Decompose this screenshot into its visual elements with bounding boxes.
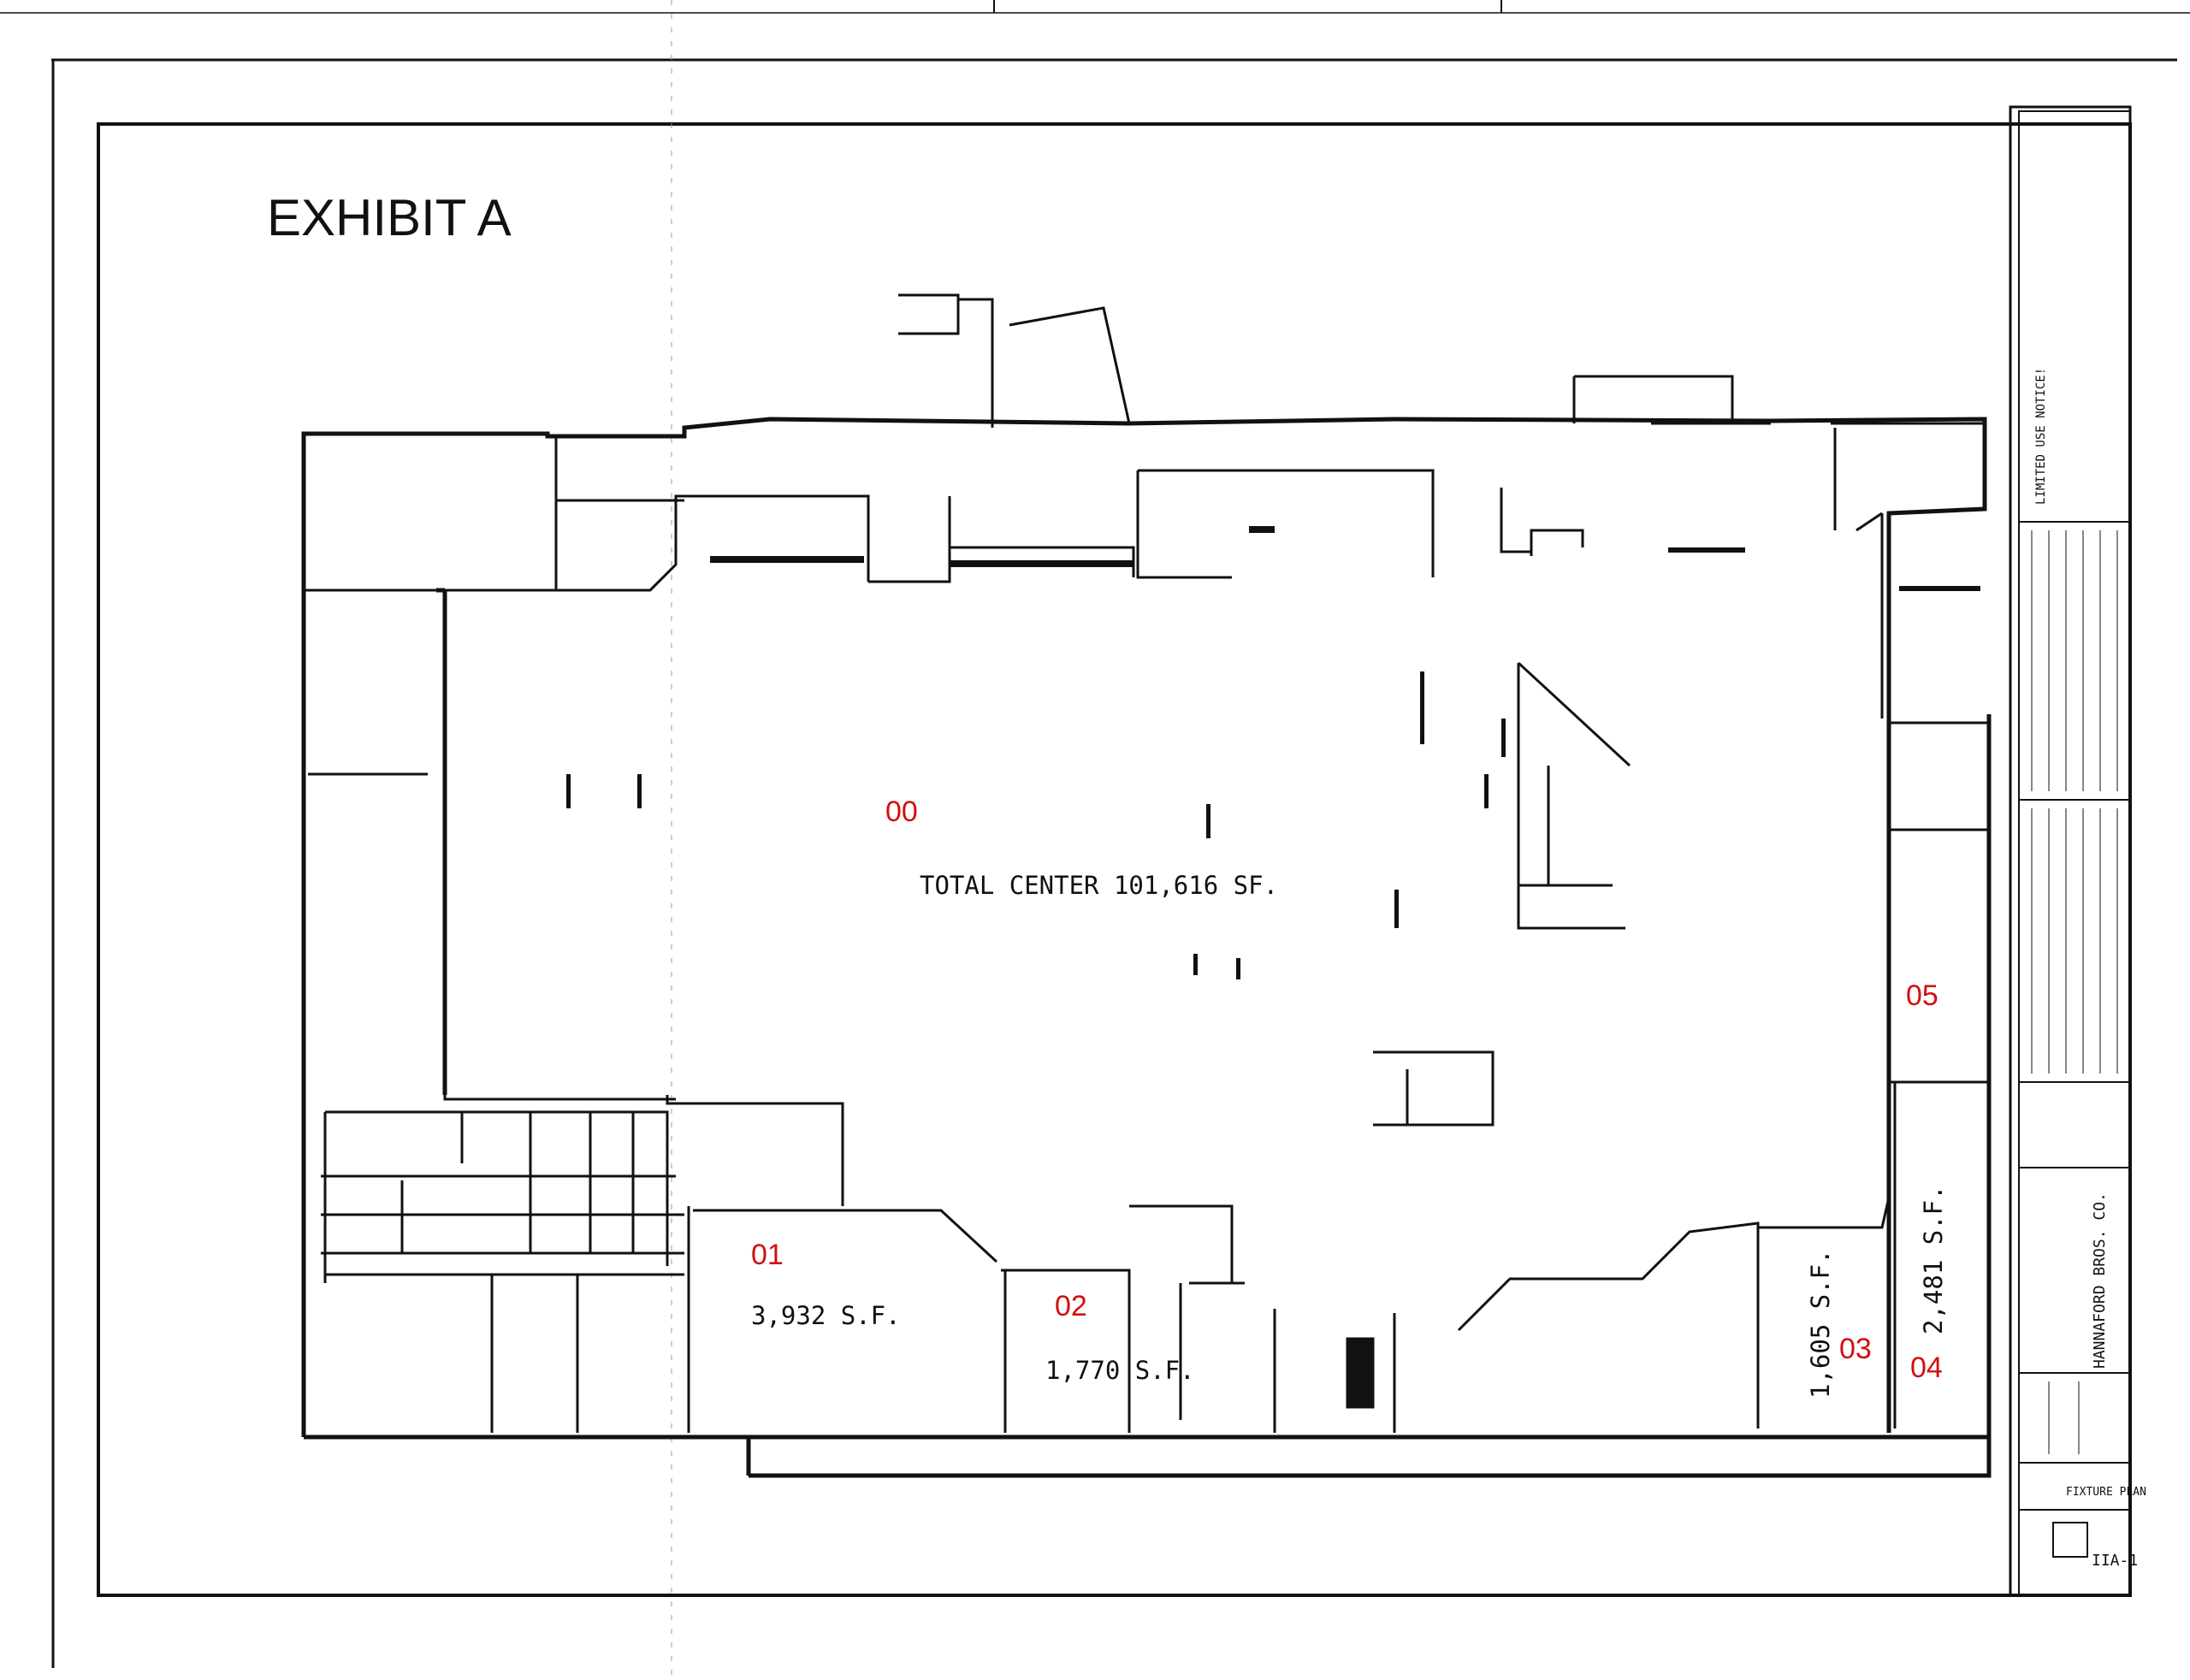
unit-01-label: 01 — [751, 1239, 784, 1271]
unit-05-label: 05 — [1906, 979, 1938, 1012]
unit-00-label: 00 — [885, 796, 918, 828]
unit-02-label: 02 — [1055, 1290, 1087, 1322]
company-name: HANNAFORD BROS. CO. — [2091, 1192, 2109, 1369]
unit-02-area: 1,770 S.F. — [1045, 1356, 1195, 1385]
title-block — [2009, 105, 2132, 1597]
sheet-title: FIXTURE PLAN — [2066, 1486, 2146, 1499]
limited-use-notice: LIMITED USE NOTICE! — [2034, 368, 2048, 505]
sheet-number: IIA-1 — [2092, 1552, 2138, 1570]
unit-01-area: 3,932 S.F. — [751, 1301, 901, 1330]
total-area-label: TOTAL CENTER 101,616 SF. — [920, 871, 1278, 900]
building-walls — [301, 417, 1992, 1478]
unit-03-label: 03 — [1839, 1333, 1872, 1365]
logo-icon — [2052, 1522, 2088, 1558]
exhibit-title: EXHIBIT A — [267, 189, 512, 246]
interior-partitions — [304, 293, 1989, 1433]
fixture-marks — [566, 526, 1980, 979]
unit-04-label: 04 — [1910, 1352, 1943, 1384]
unit-03-area: 1,605 S.F. — [1806, 1249, 1835, 1399]
unit-04-area: 2,481 S.F. — [1919, 1185, 1948, 1334]
